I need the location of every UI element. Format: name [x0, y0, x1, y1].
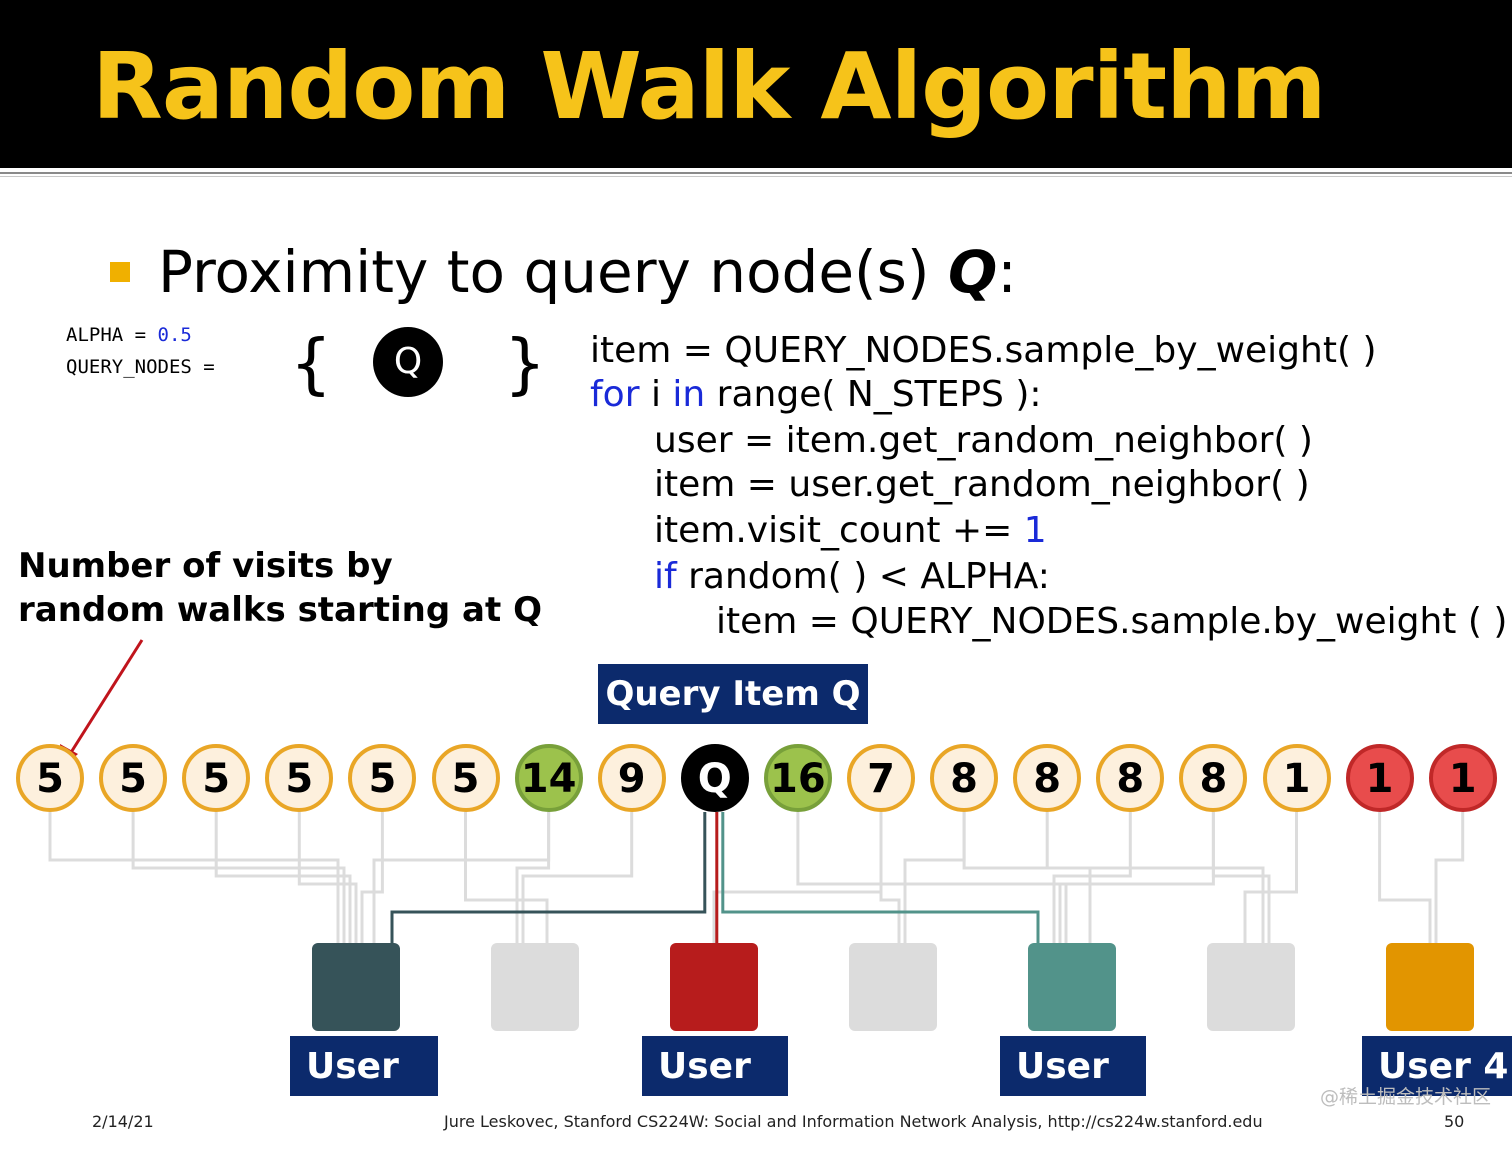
neighbor-edge: [879, 812, 901, 943]
user-node-unlabeled: [491, 943, 579, 1031]
neighbor-edge: [1052, 812, 1132, 943]
close-brace: }: [504, 325, 546, 402]
user-label: User 3: [1000, 1036, 1146, 1149]
user-node-unlabeled: [849, 943, 937, 1031]
neighbor-edge: [1211, 812, 1271, 943]
neighbor-edge: [1378, 812, 1432, 943]
item-node: 8: [1013, 744, 1082, 812]
neighbor-edge: [360, 812, 384, 943]
neighbor-edge: [521, 812, 634, 943]
user-node: [312, 943, 400, 1031]
neighbor-edges: [48, 812, 1465, 943]
neighbor-edge: [962, 812, 1265, 943]
neighbor-edge: [796, 812, 1068, 943]
code-visit-count: item.visit_count +=: [654, 510, 1024, 551]
footer-page-number: 50: [1444, 1112, 1465, 1131]
user-label: User 4: [1362, 1036, 1512, 1096]
item-node: 1: [1428, 744, 1497, 812]
query-nodes-label: QUERY_NODES =: [66, 356, 215, 378]
code-range: range( N_STEPS ):: [705, 374, 1042, 415]
item-node: 5: [348, 744, 417, 812]
query-item-label: Query Item Q: [598, 664, 868, 724]
slide-title: Random Walk Algorithm: [92, 33, 1326, 140]
title-divider: [0, 172, 1512, 174]
heading-text: Proximity to query node(s): [158, 238, 948, 306]
item-node: 5: [182, 744, 251, 812]
query-node-symbol: Q: [373, 327, 443, 397]
alpha-value: 0.5: [157, 324, 192, 346]
code-keyword-for: for: [590, 374, 640, 415]
code-condition: random( ) < ALPHA:: [676, 556, 1050, 597]
user-node: [1386, 943, 1474, 1031]
code-var-i: i: [639, 374, 673, 415]
item-node: 5: [99, 744, 168, 812]
item-node: 1: [1262, 744, 1331, 812]
bullet-icon: [110, 262, 130, 282]
neighbor-edge: [1434, 812, 1465, 943]
heading-q: Q: [947, 238, 998, 306]
item-node: 1: [1345, 744, 1414, 812]
alpha-key: ALPHA =: [66, 324, 158, 346]
highlighted-walk-edges: [390, 812, 1040, 943]
annotation-line-1: Number of visits by: [18, 546, 393, 586]
watermark: @稀土掘金技术社区: [1320, 1086, 1492, 1108]
code-keyword-if: if: [654, 556, 677, 597]
item-node: 8: [930, 744, 999, 812]
code-line-4: item = user.get_random_neighbor( ): [654, 464, 1310, 505]
item-node: 7: [847, 744, 915, 812]
user-node: [670, 943, 758, 1031]
item-node: 9: [597, 744, 666, 812]
title-bar: [0, 0, 1512, 168]
user-node-unlabeled: [1207, 943, 1295, 1031]
neighbor-edge: [515, 812, 551, 943]
open-brace: {: [290, 325, 332, 402]
code-line-7: item = QUERY_NODES.sample.by_weight ( ): [716, 601, 1508, 642]
neighbor-edge: [464, 812, 549, 943]
footer-citation: Jure Leskovec, Stanford CS224W: Social a…: [444, 1112, 1263, 1131]
item-node: 8: [1179, 744, 1248, 812]
code-line-6: if random( ) < ALPHA:: [654, 559, 1050, 595]
user-node: [1028, 943, 1116, 1031]
alpha-setting: ALPHA = 0.5: [66, 324, 192, 346]
code-line-2: for i in range( N_STEPS ):: [590, 377, 1042, 413]
user-label: User 1: [290, 1036, 438, 1149]
footer-date: 2/14/21: [92, 1112, 154, 1131]
code-number-one: 1: [1023, 510, 1047, 551]
user-label: User 2: [642, 1036, 788, 1149]
query-item-node: Q: [680, 744, 749, 812]
code-line-3: user = item.get_random_neighbor( ): [654, 420, 1313, 461]
item-node: 16: [763, 744, 832, 812]
neighbor-edge: [48, 812, 340, 943]
item-node: 5: [16, 744, 84, 812]
neighbor-edge: [1243, 812, 1298, 943]
neighbor-edge: [214, 812, 352, 943]
title-divider-thin: [0, 176, 1512, 177]
item-node: 8: [1096, 744, 1165, 812]
bipartite-wires: [48, 639, 1465, 943]
heading-colon: :: [997, 238, 1017, 306]
neighbor-edge: [131, 812, 346, 943]
item-node: 5: [431, 744, 500, 812]
code-keyword-in: in: [672, 374, 706, 415]
code-line-1: item = QUERY_NODES.sample_by_weight( ): [590, 330, 1377, 371]
bullet-heading: Proximity to query node(s) Q:: [158, 238, 1017, 306]
item-node: 5: [265, 744, 334, 812]
annotation-arrow-line: [68, 639, 144, 755]
code-line-5: item.visit_count += 1: [654, 513, 1047, 549]
annotation-line-2: random walks starting at Q: [18, 590, 542, 630]
neighbor-edge: [903, 812, 966, 943]
item-node: 14: [514, 744, 583, 812]
walk-edge: [390, 812, 707, 943]
neighbor-edge: [297, 812, 358, 943]
walk-edge: [721, 812, 1040, 943]
